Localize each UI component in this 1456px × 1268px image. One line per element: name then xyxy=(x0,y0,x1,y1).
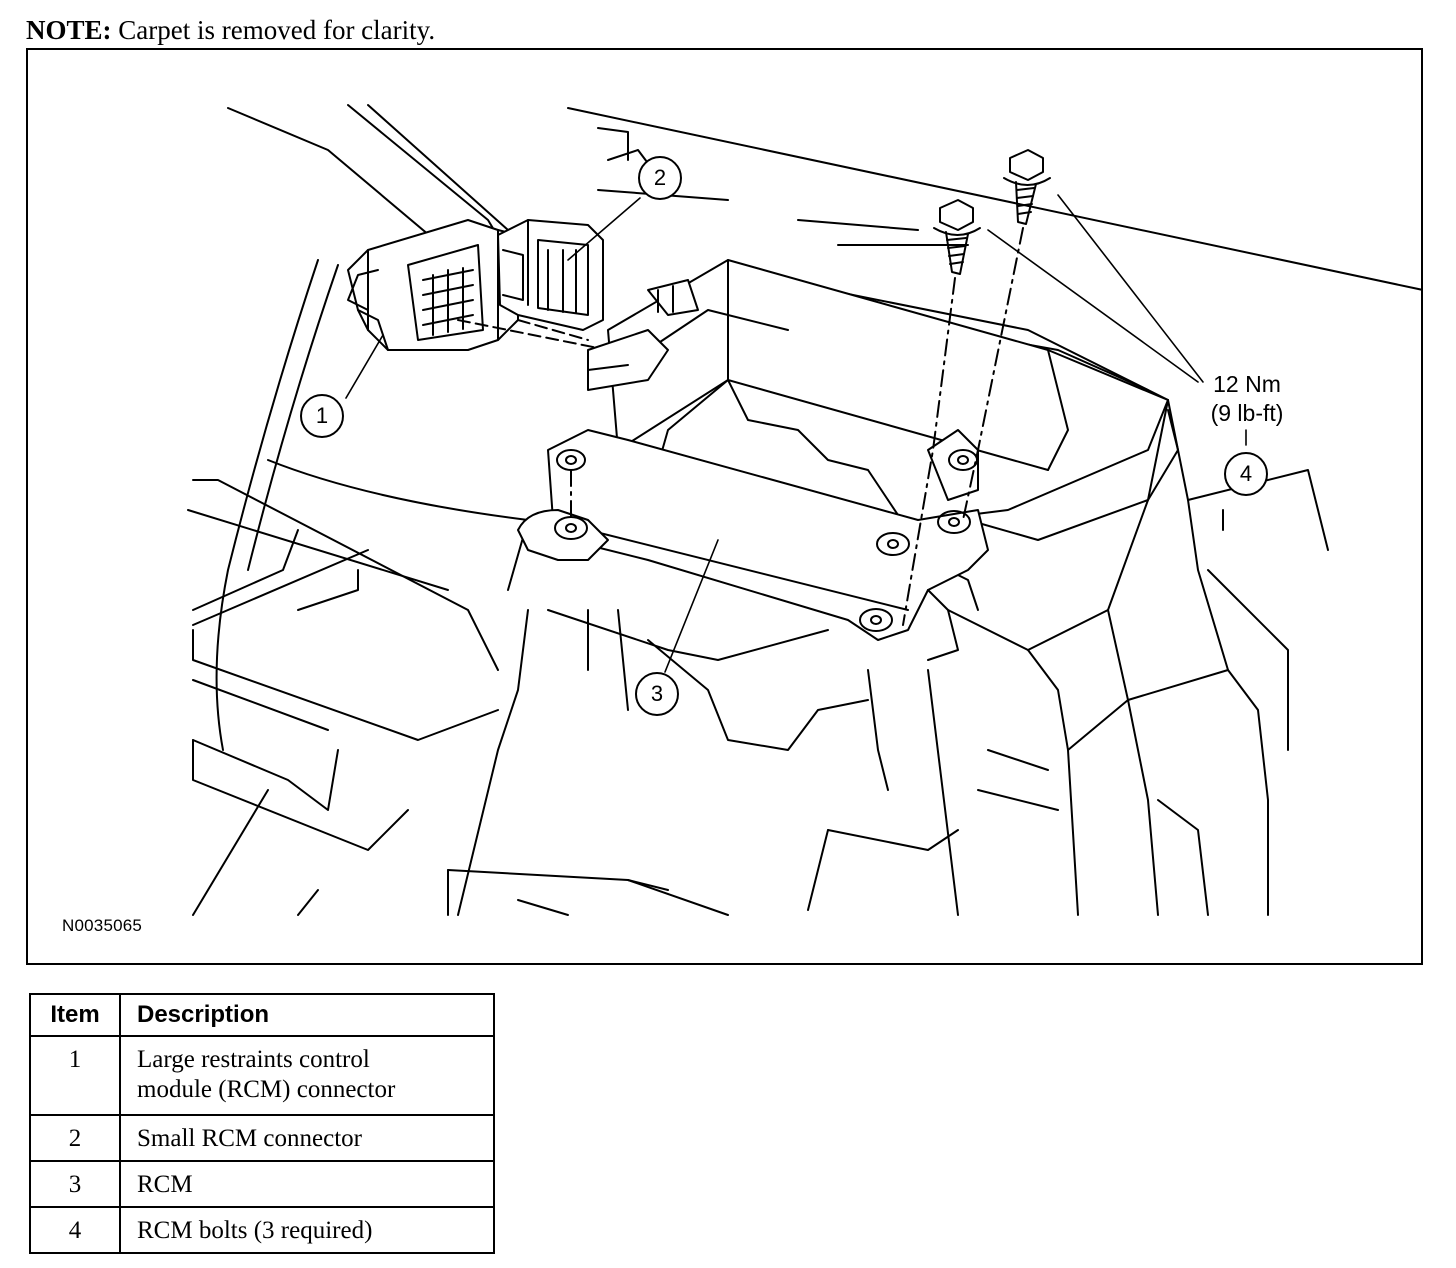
torque-nm: 12 Nm xyxy=(1213,371,1281,397)
table-row: 2 Small RCM connector xyxy=(29,1114,495,1162)
table-row: 4 RCM bolts (3 required) xyxy=(29,1206,495,1254)
row-item: 3 xyxy=(29,1160,121,1208)
table-row: 3 RCM xyxy=(29,1160,495,1208)
item-description-table: Item Description 1 Large restraints cont… xyxy=(29,993,495,1254)
large-rcm-connector xyxy=(347,219,519,351)
line-drawing xyxy=(187,104,1421,916)
illustration-frame: 1 2 3 4 12 Nm (9 lb-ft) N0035065 xyxy=(26,48,1423,965)
row-description: Large restraints control module (RCM) co… xyxy=(119,1035,495,1116)
rcm-bolt-left xyxy=(933,199,981,275)
row-description: RCM xyxy=(119,1160,495,1208)
rcm-bolt-right xyxy=(1003,149,1051,225)
leader-lines xyxy=(345,194,1247,673)
figure-id: N0035065 xyxy=(62,916,143,935)
row-item: 1 xyxy=(29,1035,121,1116)
connector-1-guide xyxy=(457,319,609,351)
table-row: 1 Large restraints control module (RCM) … xyxy=(29,1035,495,1116)
row-description: Small RCM connector xyxy=(119,1114,495,1162)
row-description-line: module (RCM) connector xyxy=(137,1076,396,1103)
table-header-row: Item Description xyxy=(29,993,495,1037)
callout-1: 1 xyxy=(300,394,344,438)
note-line: NOTE: Carpet is removed for clarity. xyxy=(26,12,435,48)
connector-2-guide xyxy=(517,319,589,341)
row-item: 4 xyxy=(29,1206,121,1254)
bolt-guides xyxy=(570,227,1024,626)
torque-lbft: (9 lb-ft) xyxy=(1210,400,1284,426)
callout-3: 3 xyxy=(635,672,679,716)
row-item: 2 xyxy=(29,1114,121,1162)
torque-spec: 12 Nm (9 lb-ft) xyxy=(1194,370,1300,428)
header-item: Item xyxy=(29,993,121,1037)
callout-2: 2 xyxy=(638,156,682,200)
header-description: Description xyxy=(119,993,495,1037)
callout-4: 4 xyxy=(1224,452,1268,496)
small-rcm-connector xyxy=(497,219,604,331)
note-text: Carpet is removed for clarity. xyxy=(118,15,436,45)
row-description: RCM bolts (3 required) xyxy=(119,1206,495,1254)
note-label: NOTE: xyxy=(26,15,112,45)
row-description-line: Large restraints control xyxy=(137,1046,370,1073)
